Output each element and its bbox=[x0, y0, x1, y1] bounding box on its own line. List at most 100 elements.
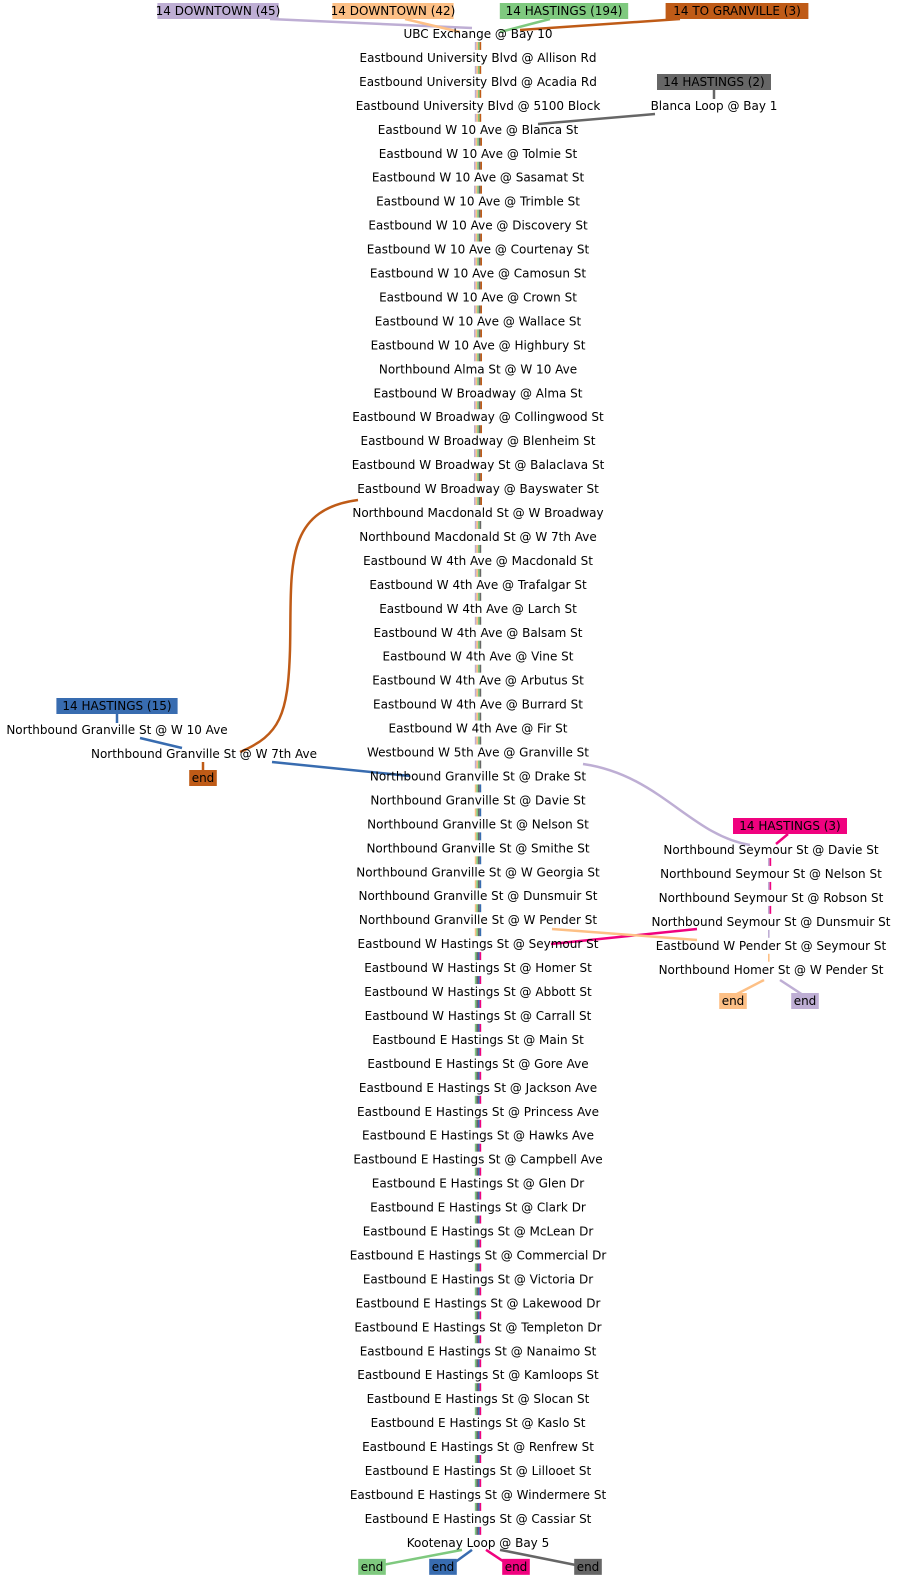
route-tag-bg bbox=[358, 1558, 386, 1575]
route-tag-bg bbox=[189, 770, 217, 786]
stop-label: Eastbound E Hastings St @ Glen Dr bbox=[372, 1177, 584, 1191]
route-strip bbox=[474, 281, 476, 290]
route-strip bbox=[480, 209, 482, 218]
route-strip bbox=[475, 185, 478, 194]
route-strip bbox=[474, 712, 477, 721]
route-tag-bg bbox=[665, 3, 809, 19]
route-tag-hastings-15: 14 HASTINGS (15) bbox=[56, 698, 178, 714]
route-strip bbox=[476, 880, 478, 889]
route-strip bbox=[479, 808, 482, 817]
route-strip bbox=[476, 736, 478, 745]
route-strip bbox=[478, 233, 481, 242]
stop-label: Eastbound W Hastings St @ Abbott St bbox=[364, 985, 592, 999]
route-strip bbox=[476, 1431, 478, 1440]
route-strip bbox=[474, 1431, 477, 1440]
route-strip bbox=[478, 592, 480, 601]
stop-label: Eastbound W 4th Ave @ Vine St bbox=[383, 650, 574, 664]
route-strip bbox=[480, 449, 482, 458]
route-strip bbox=[474, 1359, 477, 1368]
route-line bbox=[582, 762, 751, 847]
route-strip bbox=[480, 425, 482, 434]
route-strip bbox=[479, 1023, 482, 1032]
route-strip bbox=[478, 688, 480, 697]
route-strip bbox=[474, 904, 477, 913]
stop-label: Kootenay Loop @ Bay 5 bbox=[407, 1536, 549, 1550]
route-strip bbox=[474, 137, 476, 146]
route-strip bbox=[480, 137, 482, 146]
stop-label: Eastbound W 4th Ave @ Trafalgar St bbox=[369, 578, 587, 592]
route-strip bbox=[474, 976, 477, 984]
route-strip bbox=[768, 858, 770, 866]
end-tag-downtown-45: end bbox=[791, 993, 819, 1009]
route-strip bbox=[478, 880, 480, 889]
route-strip bbox=[474, 688, 477, 697]
route-strip bbox=[474, 449, 476, 458]
route-strip bbox=[474, 1335, 477, 1344]
route-strip bbox=[474, 113, 477, 122]
stop-label: Eastbound W 10 Ave @ Sasamat St bbox=[372, 171, 585, 185]
route-strip bbox=[480, 161, 482, 170]
stop-label: Eastbound E Hastings St @ Commercial Dr bbox=[350, 1248, 607, 1262]
route-strip bbox=[478, 928, 480, 937]
route-strip bbox=[476, 1311, 478, 1320]
route-tag-text: 14 DOWNTOWN (42) bbox=[331, 4, 456, 18]
route-strip bbox=[474, 89, 477, 98]
route-strip bbox=[476, 1502, 478, 1511]
route-strip bbox=[479, 1383, 482, 1392]
route-strip bbox=[478, 1311, 480, 1320]
route-strip bbox=[478, 1455, 480, 1463]
route-strip bbox=[479, 1191, 482, 1200]
route-strip bbox=[480, 353, 482, 362]
route-strip bbox=[476, 1191, 478, 1200]
route-strip bbox=[480, 233, 482, 242]
route-tag-text: end bbox=[722, 994, 745, 1008]
route-strip bbox=[478, 1502, 480, 1511]
route-strip bbox=[474, 928, 477, 937]
route-labels: 14 DOWNTOWN (45) 14 DOWNTOWN (42) 14 HASTI… bbox=[56, 3, 847, 1575]
stop-label: Eastbound W Hastings St @ Carrall St bbox=[365, 1009, 592, 1023]
stop-label: Northbound Granville St @ W 7th Ave bbox=[91, 747, 317, 761]
route-strip bbox=[478, 521, 480, 529]
route-strip bbox=[474, 1119, 477, 1128]
route-strip bbox=[476, 1215, 478, 1224]
route-strip bbox=[477, 401, 479, 410]
route-strip bbox=[476, 1359, 478, 1368]
stop-label: Northbound Alma St @ W 10 Ave bbox=[379, 362, 577, 376]
route-tag-granville-3: 14 TO GRANVILLE (3) bbox=[665, 3, 809, 19]
stop-label: Eastbound W 4th Ave @ Burrard St bbox=[373, 698, 583, 712]
stop-label: Eastbound E Hastings St @ Templeton Dr bbox=[354, 1320, 601, 1334]
route-strip bbox=[478, 185, 481, 194]
stop-label: Northbound Granville St @ Drake St bbox=[370, 769, 586, 783]
route-strip bbox=[476, 65, 478, 74]
route-strip bbox=[479, 832, 482, 841]
stop-label: Northbound Granville St @ W 10 Ave bbox=[6, 723, 227, 737]
stop-label: Northbound Granville St @ Smithe St bbox=[366, 841, 589, 855]
route-strip bbox=[479, 1119, 482, 1128]
route-strip bbox=[768, 929, 770, 938]
stop-label: Eastbound W 4th Ave @ Arbutus St bbox=[372, 674, 584, 688]
route-line bbox=[537, 112, 656, 126]
route-strip bbox=[476, 712, 478, 721]
stop-label: Eastbound E Hastings St @ Nanaimo St bbox=[360, 1344, 597, 1358]
route-strip bbox=[478, 65, 480, 74]
route-tag-hastings-2: 14 HASTINGS (2) bbox=[657, 74, 771, 90]
route-tag-hastings-3: 14 HASTINGS (3) bbox=[733, 818, 847, 834]
route-strip bbox=[476, 1143, 478, 1152]
route-line bbox=[239, 498, 359, 754]
route-strip bbox=[476, 89, 478, 98]
route-strip bbox=[479, 904, 482, 913]
route-strip bbox=[474, 1479, 477, 1487]
route-strip bbox=[478, 473, 481, 482]
route-strip bbox=[474, 1000, 477, 1008]
route-strip bbox=[474, 1263, 477, 1272]
route-line bbox=[775, 833, 789, 845]
route-strip bbox=[477, 257, 479, 266]
route-tag-downtown-45: 14 DOWNTOWN (45) bbox=[156, 3, 280, 19]
route-strip bbox=[478, 712, 480, 721]
stop-label: Eastbound E Hastings St @ Cassiar St bbox=[365, 1512, 592, 1526]
route-strip bbox=[475, 209, 478, 218]
route-strip bbox=[474, 856, 477, 865]
route-strip bbox=[475, 257, 478, 266]
route-strip bbox=[478, 856, 480, 865]
stop-label: Eastbound W Broadway @ Blenheim St bbox=[361, 434, 596, 448]
